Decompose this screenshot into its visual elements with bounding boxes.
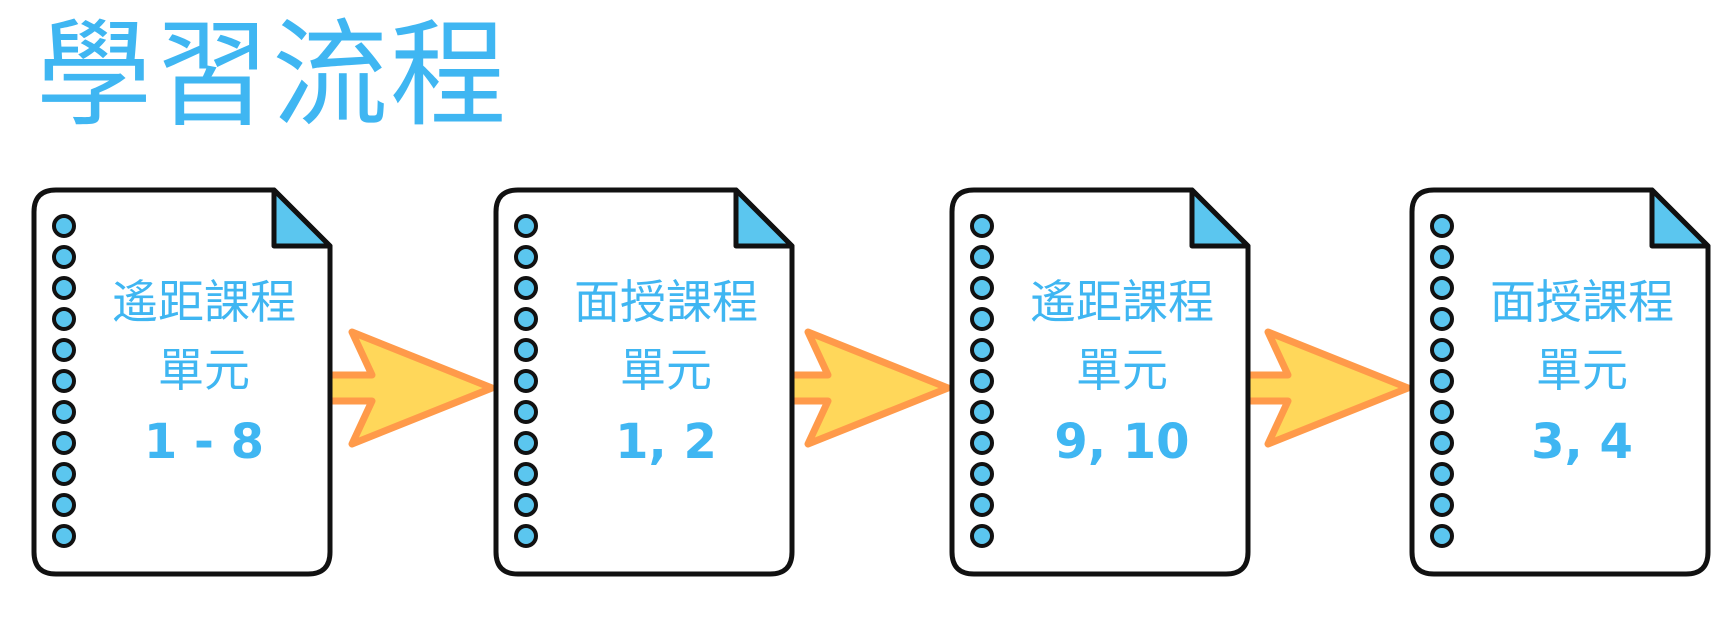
- unit-label: 單元: [620, 343, 712, 397]
- binding-ring-icon: [514, 307, 538, 331]
- binding-ring-icon: [1430, 493, 1454, 517]
- binding-ring-icon: [1430, 338, 1454, 362]
- binding-ring-icon: [52, 338, 76, 362]
- binding-ring-icon: [970, 245, 994, 269]
- binding-ring-icon: [514, 462, 538, 486]
- binding-ring-icon: [1430, 214, 1454, 238]
- unit-numbers: 1, 2: [615, 414, 717, 470]
- spiral-binding-icon: [1430, 214, 1454, 548]
- page-title: 學習流程: [36, 8, 508, 143]
- binding-ring-icon: [514, 245, 538, 269]
- binding-ring-icon: [1430, 307, 1454, 331]
- binding-ring-icon: [514, 276, 538, 300]
- card-page: [493, 187, 795, 577]
- unit-numbers: 3, 4: [1531, 414, 1633, 470]
- course-type-label: 遙距課程: [1030, 275, 1214, 329]
- course-type-label: 面授課程: [1490, 275, 1674, 329]
- binding-ring-icon: [514, 338, 538, 362]
- unit-label: 單元: [1076, 343, 1168, 397]
- binding-ring-icon: [52, 524, 76, 548]
- binding-ring-icon: [514, 431, 538, 455]
- binding-ring-icon: [52, 307, 76, 331]
- binding-ring-icon: [1430, 400, 1454, 424]
- card-page: [31, 187, 333, 577]
- binding-ring-icon: [970, 524, 994, 548]
- folded-corner-icon: [733, 187, 795, 249]
- card-page: [1409, 187, 1711, 577]
- folded-corner-icon: [1649, 187, 1711, 249]
- binding-ring-icon: [52, 276, 76, 300]
- binding-ring-icon: [52, 245, 76, 269]
- binding-ring-icon: [970, 214, 994, 238]
- folded-corner-icon: [1189, 187, 1251, 249]
- spiral-binding-icon: [52, 214, 76, 548]
- binding-ring-icon: [1430, 369, 1454, 393]
- binding-ring-icon: [970, 307, 994, 331]
- binding-ring-icon: [52, 400, 76, 424]
- course-type-label: 面授課程: [574, 275, 758, 329]
- binding-ring-icon: [1430, 462, 1454, 486]
- binding-ring-icon: [1430, 431, 1454, 455]
- binding-ring-icon: [970, 400, 994, 424]
- binding-ring-icon: [52, 431, 76, 455]
- binding-ring-icon: [514, 214, 538, 238]
- binding-ring-icon: [970, 431, 994, 455]
- binding-ring-icon: [52, 214, 76, 238]
- binding-ring-icon: [970, 493, 994, 517]
- spiral-binding-icon: [514, 214, 538, 548]
- binding-ring-icon: [1430, 245, 1454, 269]
- binding-ring-icon: [52, 493, 76, 517]
- folded-corner-icon: [271, 187, 333, 249]
- binding-ring-icon: [1430, 276, 1454, 300]
- unit-label: 單元: [158, 343, 250, 397]
- binding-ring-icon: [970, 338, 994, 362]
- course-type-label: 遙距課程: [112, 275, 296, 329]
- binding-ring-icon: [970, 369, 994, 393]
- binding-ring-icon: [514, 369, 538, 393]
- binding-ring-icon: [514, 524, 538, 548]
- binding-ring-icon: [1430, 524, 1454, 548]
- binding-ring-icon: [514, 400, 538, 424]
- binding-ring-icon: [514, 493, 538, 517]
- card-page: [949, 187, 1251, 577]
- spiral-binding-icon: [970, 214, 994, 548]
- binding-ring-icon: [970, 462, 994, 486]
- binding-ring-icon: [52, 462, 76, 486]
- unit-numbers: 1 - 8: [144, 414, 264, 470]
- unit-numbers: 9, 10: [1054, 414, 1189, 470]
- binding-ring-icon: [970, 276, 994, 300]
- binding-ring-icon: [52, 369, 76, 393]
- unit-label: 單元: [1536, 343, 1628, 397]
